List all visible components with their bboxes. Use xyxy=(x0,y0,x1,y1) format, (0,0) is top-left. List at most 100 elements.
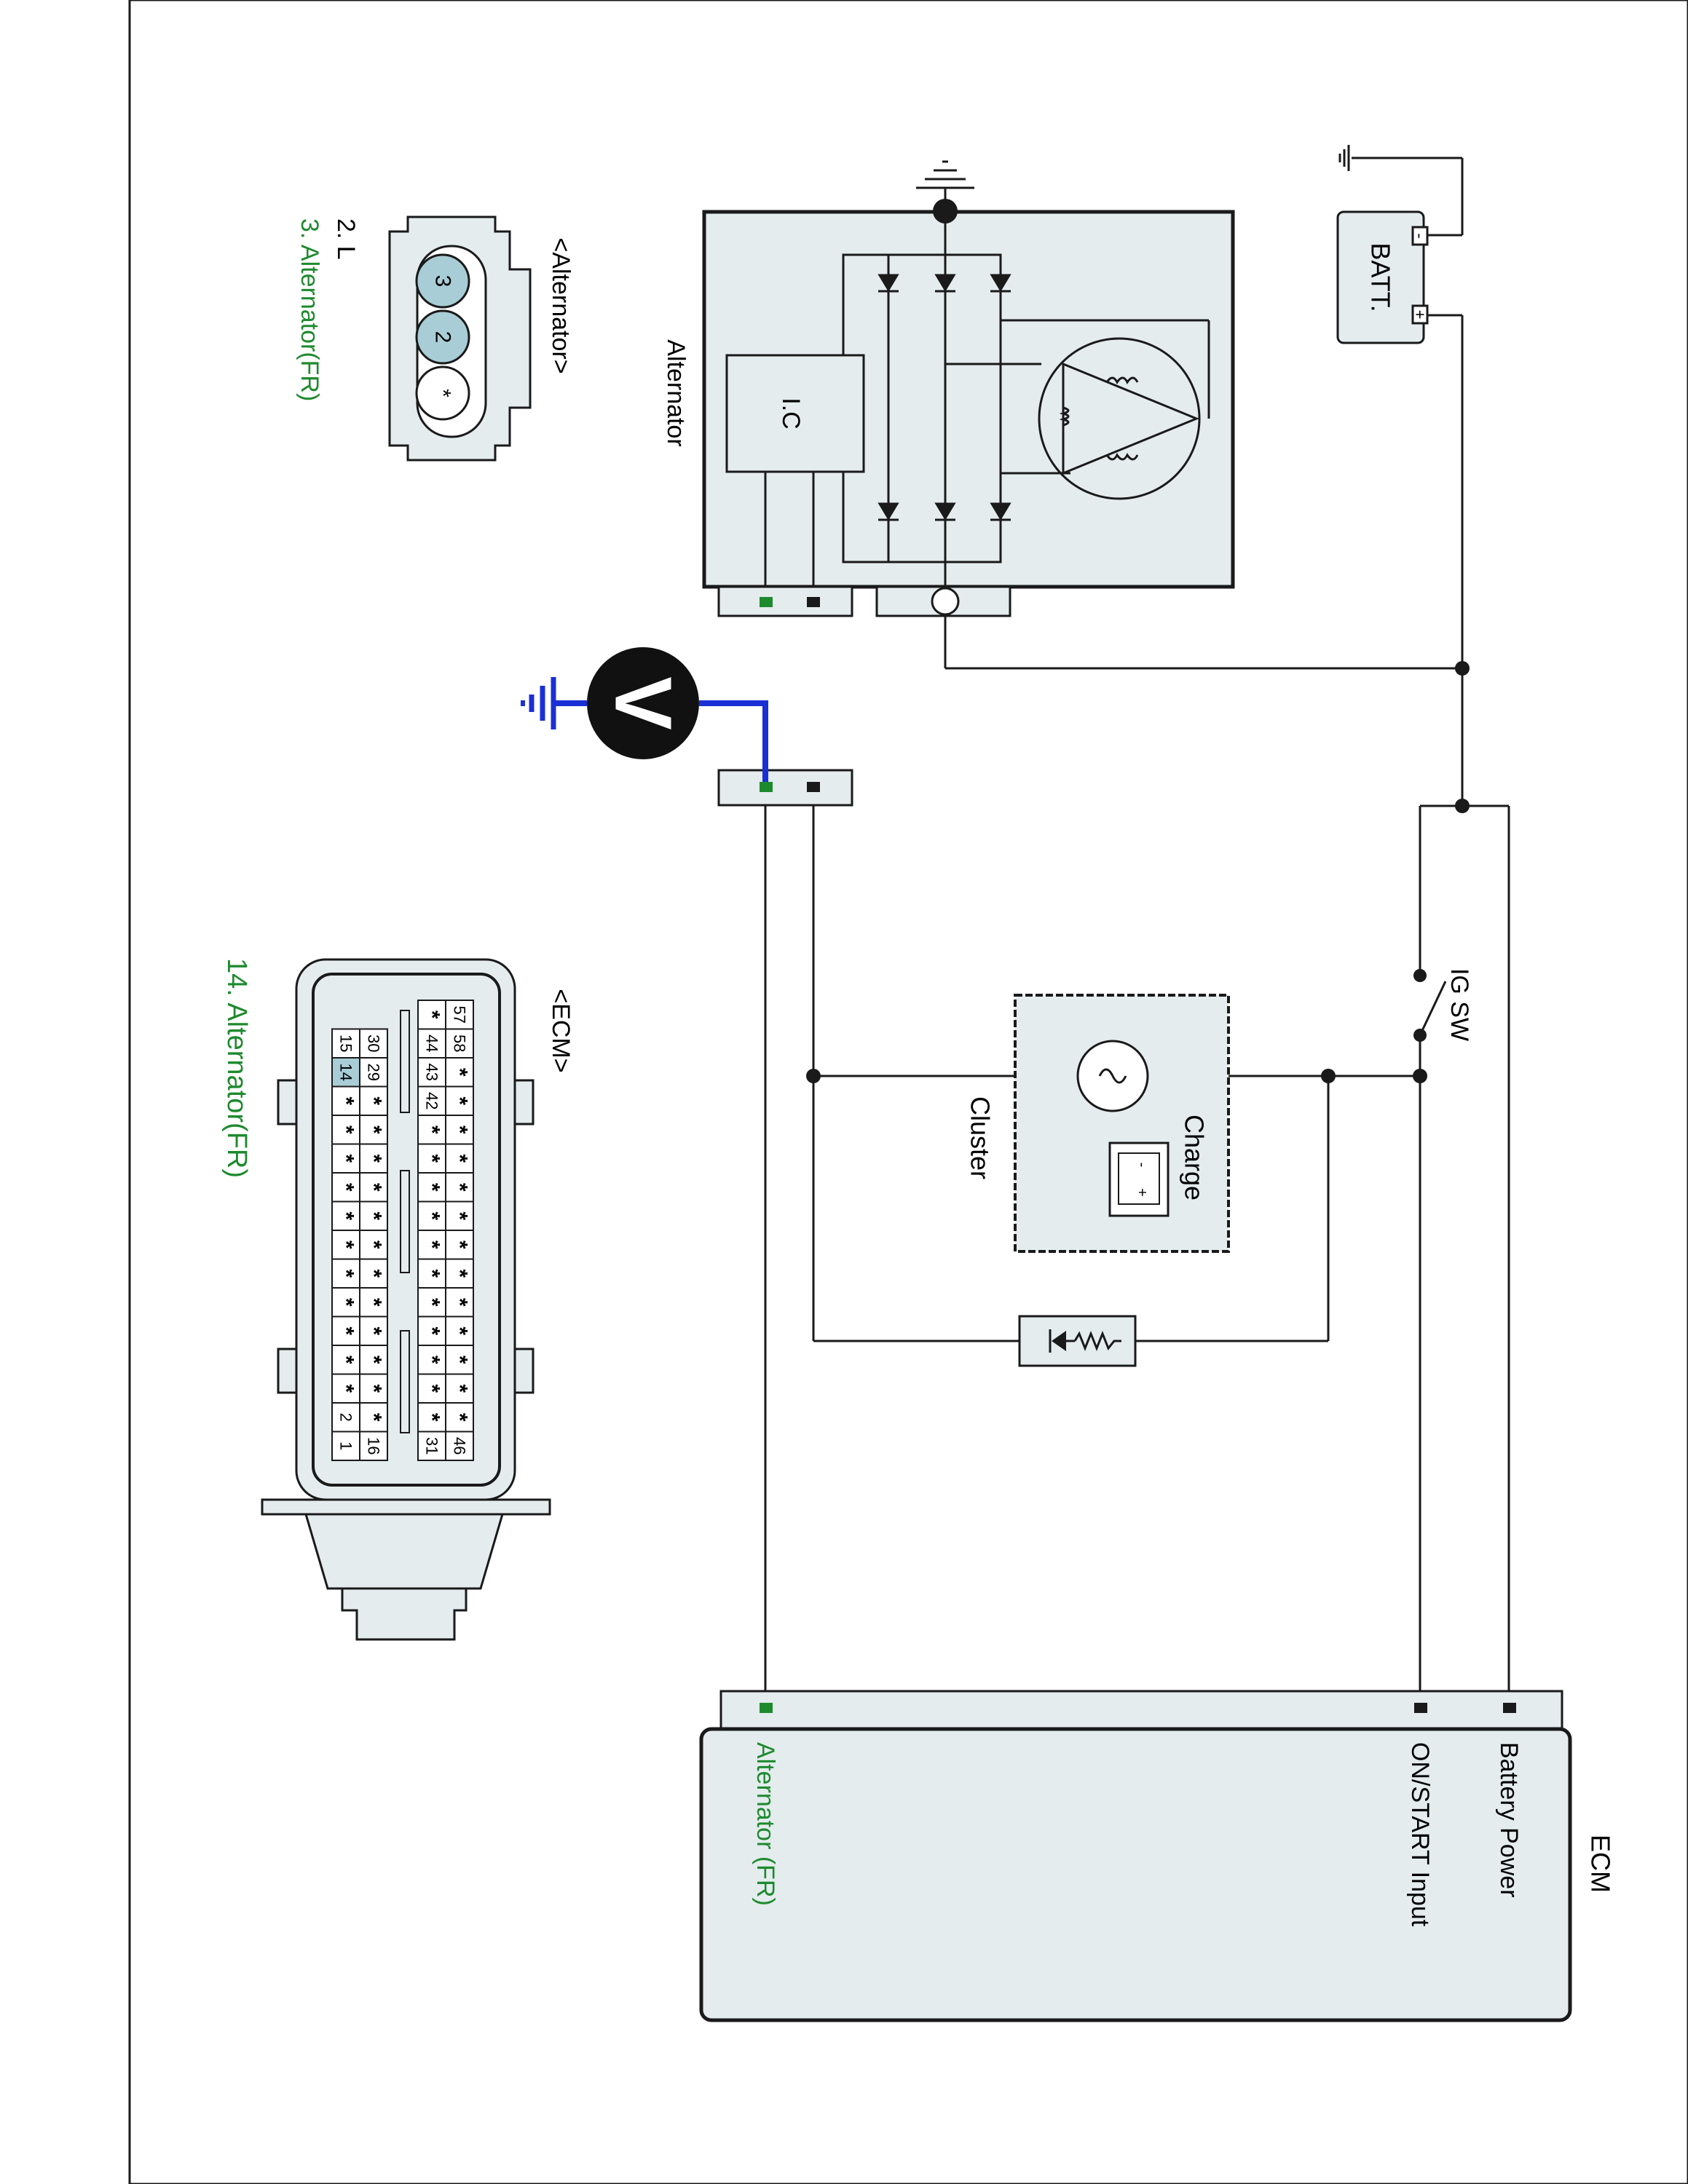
ecm-pin-label: * xyxy=(420,1384,444,1393)
ecm-pin-cell xyxy=(331,1402,360,1433)
ecm-pin-label: 15 xyxy=(337,1034,355,1052)
ecm-pin-label: 58 xyxy=(451,1034,469,1052)
ig-switch-label: IG SW xyxy=(1446,968,1473,1041)
ecm-pin-cell xyxy=(331,1172,360,1203)
ecm-pin-on-start-input: ON/START Input xyxy=(1406,1742,1434,1927)
battery: - + BATT. xyxy=(1336,145,1429,344)
alt-pin-3: 3 xyxy=(431,275,455,288)
ecm-pin-label: * xyxy=(448,1356,472,1364)
ecm-pin-label: * xyxy=(420,1326,444,1335)
ecm-pin-label: * xyxy=(334,1211,358,1220)
battery-plus: + xyxy=(1411,310,1429,320)
battery-label: BATT. xyxy=(1366,242,1396,312)
ecm-title: ECM xyxy=(1586,1835,1616,1893)
ecm-pin-cell xyxy=(417,1287,446,1318)
ecm-pin-cell xyxy=(331,1115,360,1145)
ecm-pin-cell xyxy=(359,1172,388,1203)
ecm-pin-label: * xyxy=(362,1298,386,1307)
ecm-pin-cell xyxy=(331,1431,360,1461)
alternator-connector-view: <Alternator> 3 2 * 2. L 3. Alternator(FR… xyxy=(296,215,575,462)
alternator-connector-title: <Alternator> xyxy=(547,237,575,373)
ecm-pin-label: * xyxy=(448,1269,472,1278)
ecm-pin-label: * xyxy=(334,1298,358,1307)
ecm-pin-label: 2 xyxy=(337,1413,355,1422)
ecm-pin-cell xyxy=(331,1258,360,1289)
ic-label: I.C xyxy=(777,397,805,429)
ecm-pin-cell xyxy=(417,1315,446,1346)
ecm-pin-label: * xyxy=(362,1241,386,1249)
ecm-pin-cell xyxy=(417,1172,446,1203)
ecm-pin-label: 30 xyxy=(365,1034,383,1052)
ecm-pin-label: * xyxy=(334,1241,358,1249)
ecm-pin-label: * xyxy=(448,1125,472,1134)
ecm-pin-label: * xyxy=(420,1298,444,1307)
voltmeter-symbol: V xyxy=(599,676,688,729)
ecm-pin-cell xyxy=(331,1373,360,1404)
ecm-pin-cell xyxy=(359,1057,388,1088)
ecm-pin-cell xyxy=(417,1115,446,1145)
ecm-pin-cell xyxy=(331,1345,360,1375)
cluster-title: Cluster xyxy=(966,1096,995,1179)
wires xyxy=(764,157,1510,1708)
ecm-pin-cell xyxy=(445,1115,474,1145)
page-frame xyxy=(128,0,1688,2184)
ecm-pin-battery-power: Battery Power xyxy=(1495,1742,1523,1898)
charge-label: Charge xyxy=(1180,1115,1210,1200)
check-connector xyxy=(717,769,853,807)
ecm: ECM Battery Power ON/START Input Alterna… xyxy=(699,1690,1616,2022)
cluster-charge-minus: - xyxy=(1134,1163,1150,1168)
ecm-pin-cell xyxy=(359,1028,388,1059)
ecm-pin-label: * xyxy=(362,1326,386,1335)
ecm-pin-cell xyxy=(359,1345,388,1375)
ecm-pin-label: * xyxy=(448,1241,472,1249)
cluster: - + Charge Cluster xyxy=(966,994,1230,1253)
junction-dots xyxy=(806,661,1470,1083)
ecm-pin-cell xyxy=(445,1000,474,1030)
ecm-pin-cell xyxy=(331,1143,360,1174)
ecm-pin-cell xyxy=(331,1028,360,1059)
ecm-pin-cell xyxy=(445,1315,474,1346)
ecm-pin-label: * xyxy=(334,1269,358,1278)
ecm-pin-label: * xyxy=(448,1384,472,1393)
ecm-pin-label: 14 xyxy=(337,1064,355,1081)
ecm-pin-cell xyxy=(359,1287,388,1318)
ecm-pin-label: * xyxy=(420,1413,444,1422)
ecm-pin-cell xyxy=(445,1057,474,1088)
ecm-pin-grid: 46*************5831***********42434416**… xyxy=(331,1000,474,1461)
ecm-pin-label: 43 xyxy=(423,1064,441,1081)
ecm-pin-cell xyxy=(331,1287,360,1318)
ecm-pin-label: * xyxy=(362,1356,386,1364)
ecm-pin-cell xyxy=(445,1258,474,1289)
ecm-pin-label: 46 xyxy=(451,1437,469,1455)
ecm-connector-legend: 14. Alternator(FR) xyxy=(221,958,252,1178)
alternator-title: Alternator xyxy=(662,339,690,446)
voltmeter: V xyxy=(521,647,768,782)
ecm-pin-alternator-fr: Alternator (FR) xyxy=(752,1742,779,1906)
ecm-pin-label: 44 xyxy=(423,1034,441,1052)
ecm-pin-label: * xyxy=(420,1356,444,1364)
ecm-pin-cell xyxy=(417,1000,446,1030)
ecm-pin-label: * xyxy=(448,1326,472,1335)
ecm-pin-cell xyxy=(417,1431,446,1461)
ecm-pin-label: * xyxy=(362,1183,386,1192)
ecm-pin-cell xyxy=(417,1373,446,1404)
ecm-pin-label: 29 xyxy=(365,1064,383,1081)
ecm-pin-label: * xyxy=(334,1384,358,1393)
ecm-pin-label: * xyxy=(420,1269,444,1278)
ecm-connector-view: <ECM> 14. Alternator(FR) 46*************… xyxy=(221,958,575,1641)
diode-resistor xyxy=(1018,1315,1137,1367)
ig-switch: IG SW xyxy=(1413,882,1473,1042)
ecm-pin-cell xyxy=(359,1115,388,1145)
ecm-pin-cell xyxy=(445,1373,474,1404)
ecm-pin-label: * xyxy=(334,1154,358,1163)
ecm-pin-label: 42 xyxy=(423,1092,441,1109)
ecm-pin-label: * xyxy=(362,1269,386,1278)
ecm-pin-label: * xyxy=(334,1356,358,1364)
ecm-pin-label: 16 xyxy=(365,1437,383,1455)
ecm-pin-label: * xyxy=(420,1241,444,1249)
alt-legend-l: 2. L xyxy=(332,218,360,260)
ecm-pin-label: 57 xyxy=(451,1006,469,1024)
alt-pin-2: 2 xyxy=(431,331,455,344)
ecm-pin-label: * xyxy=(362,1125,386,1134)
ecm-pin-label: * xyxy=(448,1068,472,1077)
